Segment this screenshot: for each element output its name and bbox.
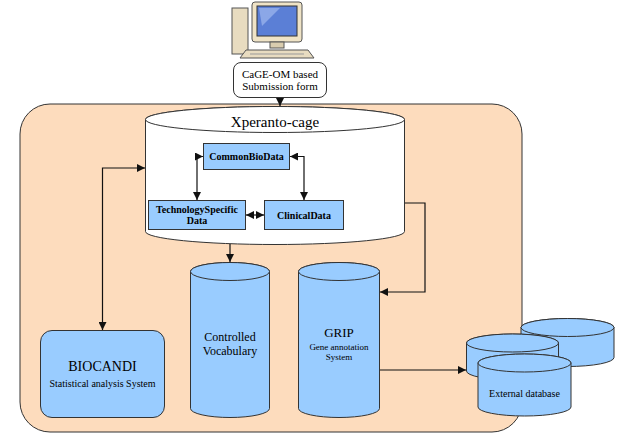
node-title: Controlled Vocabulary xyxy=(192,331,268,357)
node-title: TechnologySpecific Data xyxy=(153,204,241,226)
submission-form: CaGE-OM based Submission form xyxy=(233,62,327,98)
connector-arrow xyxy=(246,214,264,215)
external-database-stack: External database xyxy=(466,318,616,418)
node-subtitle: Statistical analysis System xyxy=(49,378,155,389)
text-area: GRIP Gene annotation System xyxy=(300,280,378,409)
node-title: BIOCANDI xyxy=(68,359,136,374)
connector-arrow xyxy=(229,244,230,262)
node-outline xyxy=(298,262,380,418)
connector-arrow xyxy=(290,157,304,201)
data-box: TechnologySpecific Data xyxy=(148,200,246,230)
node-title: Xperanto-cage xyxy=(231,114,319,131)
title-area: Xperanto-cage xyxy=(145,109,405,135)
node-title: ClinicalData xyxy=(277,210,331,221)
connector-arrow xyxy=(197,157,203,201)
node-subtitle: Gene annotation System xyxy=(300,343,378,363)
connector-arrow xyxy=(380,203,425,292)
system-box: BIOCANDI Statistical analysis System xyxy=(40,330,165,418)
node-title: CaGE-OM based Submission form xyxy=(238,68,322,92)
data-box: CommonBioData xyxy=(203,143,290,170)
node-title: GRIP xyxy=(324,326,354,340)
system-region xyxy=(20,104,522,432)
text-area: External database xyxy=(479,374,570,412)
node-outline xyxy=(466,318,616,418)
connector-arrow xyxy=(380,369,466,370)
computer-icon xyxy=(232,2,314,58)
annotation-cylinder: GRIP Gene annotation System xyxy=(298,262,380,418)
text-area: Controlled Vocabulary xyxy=(192,280,268,409)
connector-arrow xyxy=(103,168,146,330)
database-cylinder: Xperanto-cageCommonBioDataTechnologySpec… xyxy=(145,106,405,245)
node-title: External database xyxy=(489,388,560,399)
data-box: ClinicalData xyxy=(264,200,344,230)
vocabulary-cylinder: Controlled Vocabulary xyxy=(190,262,270,418)
node-title: CommonBioData xyxy=(209,151,283,162)
connector-arrow xyxy=(279,98,280,106)
